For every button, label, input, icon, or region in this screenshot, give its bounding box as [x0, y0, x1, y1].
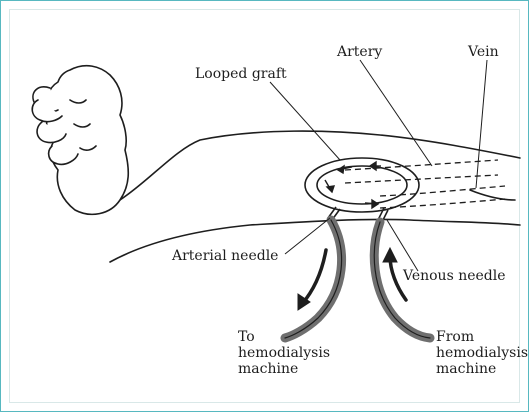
- leader-looped-graft: [270, 82, 340, 160]
- label-looped-graft: Looped graft: [195, 66, 287, 82]
- hand: [32, 66, 128, 215]
- arm-outline: [110, 131, 520, 262]
- flow-arrow-3-head: [327, 186, 334, 192]
- from-machine-arrow-head: [383, 248, 397, 262]
- label-vein: Vein: [468, 44, 499, 60]
- label-to-hemodialysis-machine: To hemodialysis machine: [238, 329, 338, 377]
- flow-arrow-2-head: [370, 162, 376, 170]
- external-flow-arrows: [298, 248, 406, 310]
- flow-arrow-1-head: [338, 166, 344, 173]
- leader-vein: [476, 60, 487, 188]
- vessels: [345, 160, 505, 208]
- leader-arterial-needle: [285, 218, 330, 254]
- artery-bottom: [345, 175, 498, 183]
- graft-flow-arrows: [325, 162, 381, 208]
- vein-bottom: [380, 199, 505, 208]
- label-arterial-needle: Arterial needle: [172, 248, 278, 264]
- graft-inner: [317, 166, 407, 204]
- label-from-hemodialysis-machine: From hemodialysis machine: [436, 329, 529, 377]
- label-artery: Artery: [337, 44, 382, 60]
- vein-top: [380, 186, 505, 196]
- to-machine-arrow-shaft: [302, 250, 326, 304]
- elbow-crease: [470, 190, 515, 200]
- leader-artery: [360, 60, 432, 166]
- artery-top: [345, 160, 498, 170]
- looped-graft: [305, 158, 419, 212]
- label-venous-needle: Venous needle: [403, 268, 506, 284]
- flow-arrow-4-head: [372, 200, 378, 208]
- arterial-tube: [285, 220, 342, 338]
